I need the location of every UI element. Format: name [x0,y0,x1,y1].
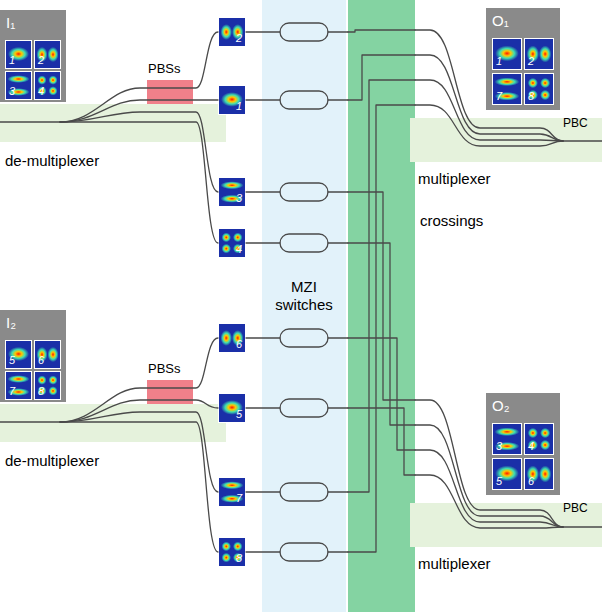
mode-number: 2 [38,54,44,67]
mode-number: 6 [528,475,534,488]
panel-title: O₁ [492,12,509,30]
component-label: PBC [563,116,588,130]
mode-number: 7 [496,90,502,103]
mode-panel: I₁ 1 2 3 4 [0,10,66,102]
component-label: PBSs [148,61,181,77]
mode-profile: 3 [218,177,246,207]
mode-number: 7 [9,385,15,398]
component-label: PBSs [148,361,181,377]
mode-panel: O₂ 3 4 5 6 [486,393,560,495]
mode-number: 4 [236,243,242,256]
mode-profile: 4 [524,423,554,455]
mode-profile: 8 [34,371,61,400]
mode-panel: I₂ 5 6 7 8 [0,310,66,402]
mode-number: 6 [38,354,44,367]
mode-number: 4 [528,440,534,453]
mode-number: 8 [38,385,44,398]
region-label: de-multiplexer [5,452,99,470]
mode-profile: 6 [34,340,61,369]
mode-profile: 5 [218,393,246,423]
region-label: MZI switches [264,278,344,314]
mode-profile: 3 [5,71,32,100]
mode-profile: 4 [218,228,246,258]
mode-number: 3 [236,192,242,205]
mode-profile: 6 [524,458,554,490]
mode-profile: 1 [218,85,246,115]
panel-title: I₁ [6,14,15,32]
mode-profile: 6 [218,323,246,353]
crossing-region: crossings [348,0,415,612]
mode-number: 1 [9,54,15,67]
switch-region: MZI switches [262,0,346,612]
mode-number: 1 [236,100,242,113]
region-label: multiplexer [418,555,491,573]
panel-title: I₂ [6,314,16,332]
mode-profile: 4 [34,71,61,100]
mode-profile: 2 [218,17,246,47]
mode-number: 2 [236,32,242,45]
mode-panel: O₁ 1 2 7 8 [486,8,560,110]
mode-number: 5 [496,475,502,488]
mode-number: 2 [528,55,534,68]
region-label: de-multiplexer [5,152,99,170]
region-label: multiplexer [418,170,491,188]
region-label: crossings [420,212,483,230]
demultiplexer-band: de-multiplexer [0,404,226,442]
mode-profile: 3 [492,423,522,455]
mode-profile: 1 [492,38,522,70]
mode-profile: 2 [524,38,554,70]
mode-number: 1 [496,55,502,68]
mode-profile: 5 [492,458,522,490]
mode-number: 6 [236,338,242,351]
mode-profile: 7 [218,477,246,507]
mode-number: 7 [236,492,242,505]
panel-title: O₂ [492,397,510,415]
demultiplexer-band: de-multiplexer [0,104,226,142]
mode-number: 8 [528,90,534,103]
mode-profile: 2 [34,40,61,69]
mode-profile: 5 [5,340,32,369]
mode-profile: 1 [5,40,32,69]
mode-number: 3 [496,440,502,453]
mode-profile: 8 [218,537,246,567]
mode-profile: 7 [492,73,522,105]
mode-number: 5 [236,408,242,421]
mode-profile: 7 [5,371,32,400]
mode-number: 3 [9,85,15,98]
component-label: PBC [563,501,588,515]
mode-number: 8 [236,552,242,565]
mode-number: 4 [38,85,44,98]
mode-number: 5 [9,354,15,367]
mode-profile: 8 [524,73,554,105]
